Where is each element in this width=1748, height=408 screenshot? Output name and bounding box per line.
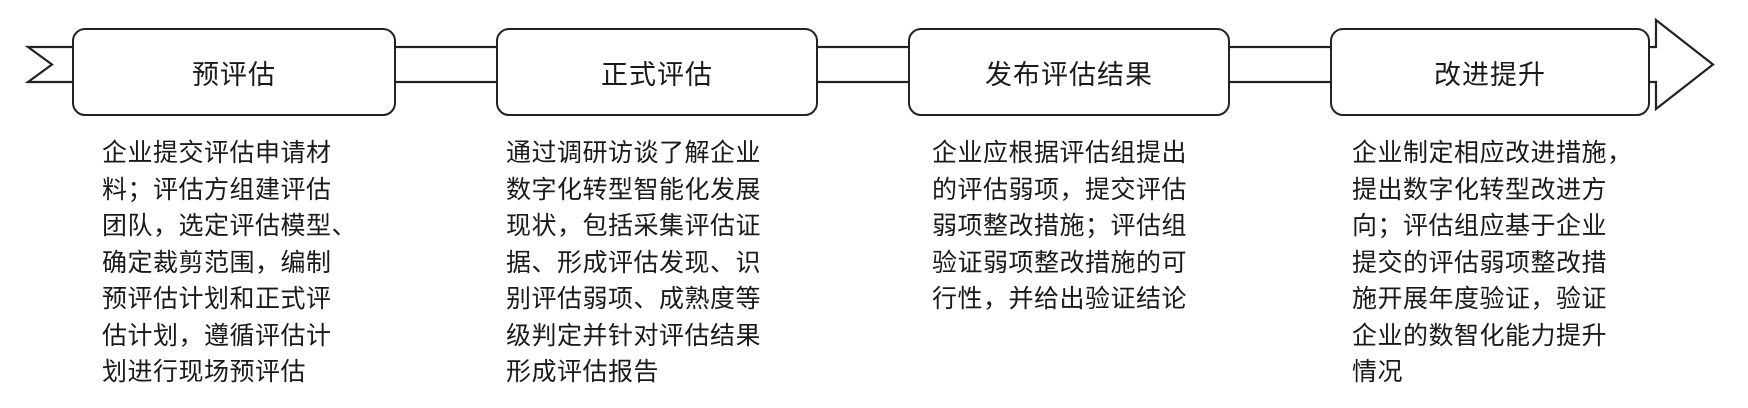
stage-title: 预评估 <box>192 59 276 91</box>
stage-box-improvement: 改进提升 <box>1330 28 1650 116</box>
stage-title: 改进提升 <box>1434 59 1546 91</box>
stage-description: 企业提交评估申请材 料；评估方组建评估 团队，选定评估模型、 确定裁剪范围，编制… <box>102 138 358 386</box>
stage-title: 发布评估结果 <box>985 59 1153 91</box>
stage-description: 通过调研访谈了解企业 数字化转型智能化发展 现状，包括采集评估证 据、形成评估发… <box>506 138 762 386</box>
stage-box-publish-results: 发布评估结果 <box>908 28 1230 116</box>
stage-title: 正式评估 <box>601 59 713 91</box>
connector-3-4 <box>1218 45 1342 84</box>
connector-1-2 <box>388 45 506 84</box>
stage-box-formal-assessment: 正式评估 <box>496 28 818 116</box>
stage-description: 企业制定相应改进措施， 提出数字化转型改进方 向；评估组应基于企业 提交的评估弱… <box>1352 138 1633 386</box>
connector-2-3 <box>808 45 916 84</box>
stage-description: 企业应根据评估组提出 的评估弱项，提交评估 弱项整改措施；评估组 验证弱项整改措… <box>932 138 1188 313</box>
stage-box-pre-assessment: 预评估 <box>72 28 396 116</box>
